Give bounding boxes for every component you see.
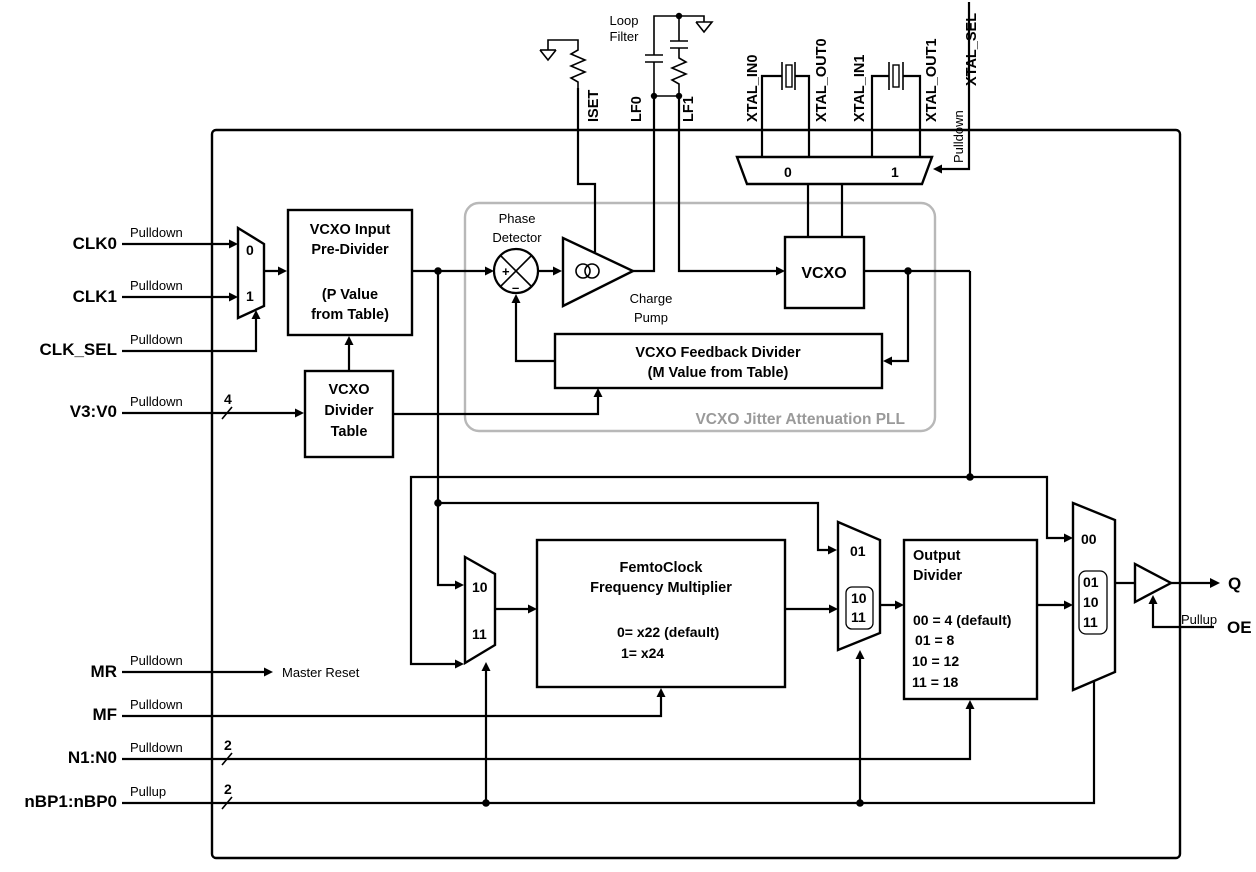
bp-mux-10: 10: [851, 590, 867, 606]
pin-xtal-in1: XTAL_IN1: [852, 55, 868, 122]
phase-detector-l1: Phase: [499, 211, 536, 226]
pin-clk0: CLK0: [73, 234, 117, 253]
loop-filter-l1: Loop: [610, 13, 639, 28]
predivider-l4: from Table): [311, 307, 389, 323]
feedback-l1: VCXO Feedback Divider: [635, 345, 801, 361]
pin-nbp: nBP1:nBP0: [24, 792, 117, 811]
predivider-l3: (P Value: [322, 287, 378, 303]
pin-xtal-in0: XTAL_IN0: [745, 55, 761, 122]
pll-region: [463, 201, 937, 433]
pin-xtal-out0: XTAL_OUT0: [814, 38, 830, 122]
pulldown-clk-sel: Pulldown: [130, 332, 183, 347]
chip-outline: [210, 128, 1182, 860]
output-divider-l2: Divider: [913, 568, 963, 584]
loop-filter-l2: Filter: [610, 29, 640, 44]
phase-detector-l2: Detector: [492, 230, 542, 245]
bp-mux-01: 01: [850, 543, 866, 559]
pullup-nbp: Pullup: [130, 784, 166, 799]
clk-mux: [236, 225, 266, 320]
feedback-l2: (M Value from Table): [648, 365, 789, 381]
xtal-mux: [735, 155, 934, 186]
output-divider-block: [902, 538, 1039, 701]
femtoclock-l4: 1= x24: [621, 645, 664, 661]
pd-plus: +: [502, 264, 510, 279]
vcxo-block: [783, 235, 866, 310]
master-reset-label: Master Reset: [282, 665, 360, 680]
pulldown-clk1: Pulldown: [130, 278, 183, 293]
predivider-l1: VCXO Input: [310, 222, 391, 238]
predivider-l2: Pre-Divider: [311, 242, 389, 258]
pin-q: Q: [1228, 574, 1241, 593]
pin-mr: MR: [91, 662, 117, 681]
fm-mux-10: 10: [472, 579, 488, 595]
clk-mux-0: 0: [246, 242, 254, 258]
pll-region-label: VCXO Jitter Attenuation PLL: [695, 411, 905, 428]
bus-width-n1n0: 2: [224, 737, 232, 753]
pin-v3v0: V3:V0: [70, 402, 117, 421]
xtal-mux-1: 1: [891, 164, 899, 180]
out-mux-10: 10: [1083, 594, 1099, 610]
pin-oe: OE: [1227, 618, 1252, 637]
pin-lf0: LF0: [629, 96, 645, 122]
output-divider-l1: Output: [913, 548, 961, 564]
divider-table-block: [303, 369, 395, 459]
out-mux-00: 00: [1081, 531, 1097, 547]
pulldown-xtal-sel: Pulldown: [951, 110, 966, 163]
femtoclock-l3: 0= x22 (default): [617, 624, 719, 640]
bp-mux-11: 11: [851, 609, 866, 625]
fm-mux-11: 11: [472, 626, 487, 642]
femtoclock-l1: FemtoClock: [620, 560, 704, 576]
input-predivider-block: [286, 208, 414, 337]
pin-n1n0: N1:N0: [68, 748, 117, 767]
output-divider-l3: 00 = 4 (default): [913, 612, 1011, 628]
pullup-oe: Pullup: [1181, 612, 1217, 627]
divider-table-l3: Table: [331, 424, 368, 440]
out-mux-11: 11: [1083, 614, 1098, 630]
vcxo-label: VCXO: [801, 265, 846, 282]
pin-xtal-out1: XTAL_OUT1: [924, 38, 940, 122]
charge-pump-l1: Charge: [630, 291, 673, 306]
bus-width-nbp: 2: [224, 781, 232, 797]
pulldown-v3v0: Pulldown: [130, 394, 183, 409]
feedback-divider-block: [553, 332, 884, 390]
bypass-mux: [836, 520, 882, 652]
pin-clk-sel: CLK_SEL: [40, 340, 117, 359]
bus-width-v3v0: 4: [224, 391, 232, 407]
output-divider-l6: 11 = 18: [912, 674, 959, 690]
fm-mux: [463, 554, 497, 666]
femtoclock-block: [535, 538, 787, 689]
charge-pump-l2: Pump: [634, 310, 668, 325]
xtal-mux-0: 0: [784, 164, 792, 180]
pd-minus: –: [512, 280, 519, 295]
pin-clk1: CLK1: [73, 287, 117, 306]
pulldown-n1n0: Pulldown: [130, 740, 183, 755]
divider-table-l2: Divider: [324, 403, 374, 419]
pin-lf1: LF1: [681, 96, 697, 122]
pin-xtal-sel: XTAL_SEL: [964, 13, 980, 86]
output-mux: [1071, 501, 1117, 692]
divider-table-l1: VCXO: [328, 382, 369, 398]
pulldown-clk0: Pulldown: [130, 225, 183, 240]
output-divider-l5: 10 = 12: [912, 653, 959, 669]
pin-mf: MF: [92, 705, 117, 724]
output-divider-l4: 01 = 8: [915, 632, 955, 648]
charge-pump: [561, 236, 636, 308]
pin-iset: ISET: [586, 90, 602, 122]
pulldown-mr: Pulldown: [130, 653, 183, 668]
output-buffer: [1133, 562, 1174, 604]
clk-mux-1: 1: [246, 288, 254, 304]
out-mux-01: 01: [1083, 574, 1099, 590]
femtoclock-l2: Frequency Multiplier: [590, 580, 732, 596]
pulldown-mf: Pulldown: [130, 697, 183, 712]
